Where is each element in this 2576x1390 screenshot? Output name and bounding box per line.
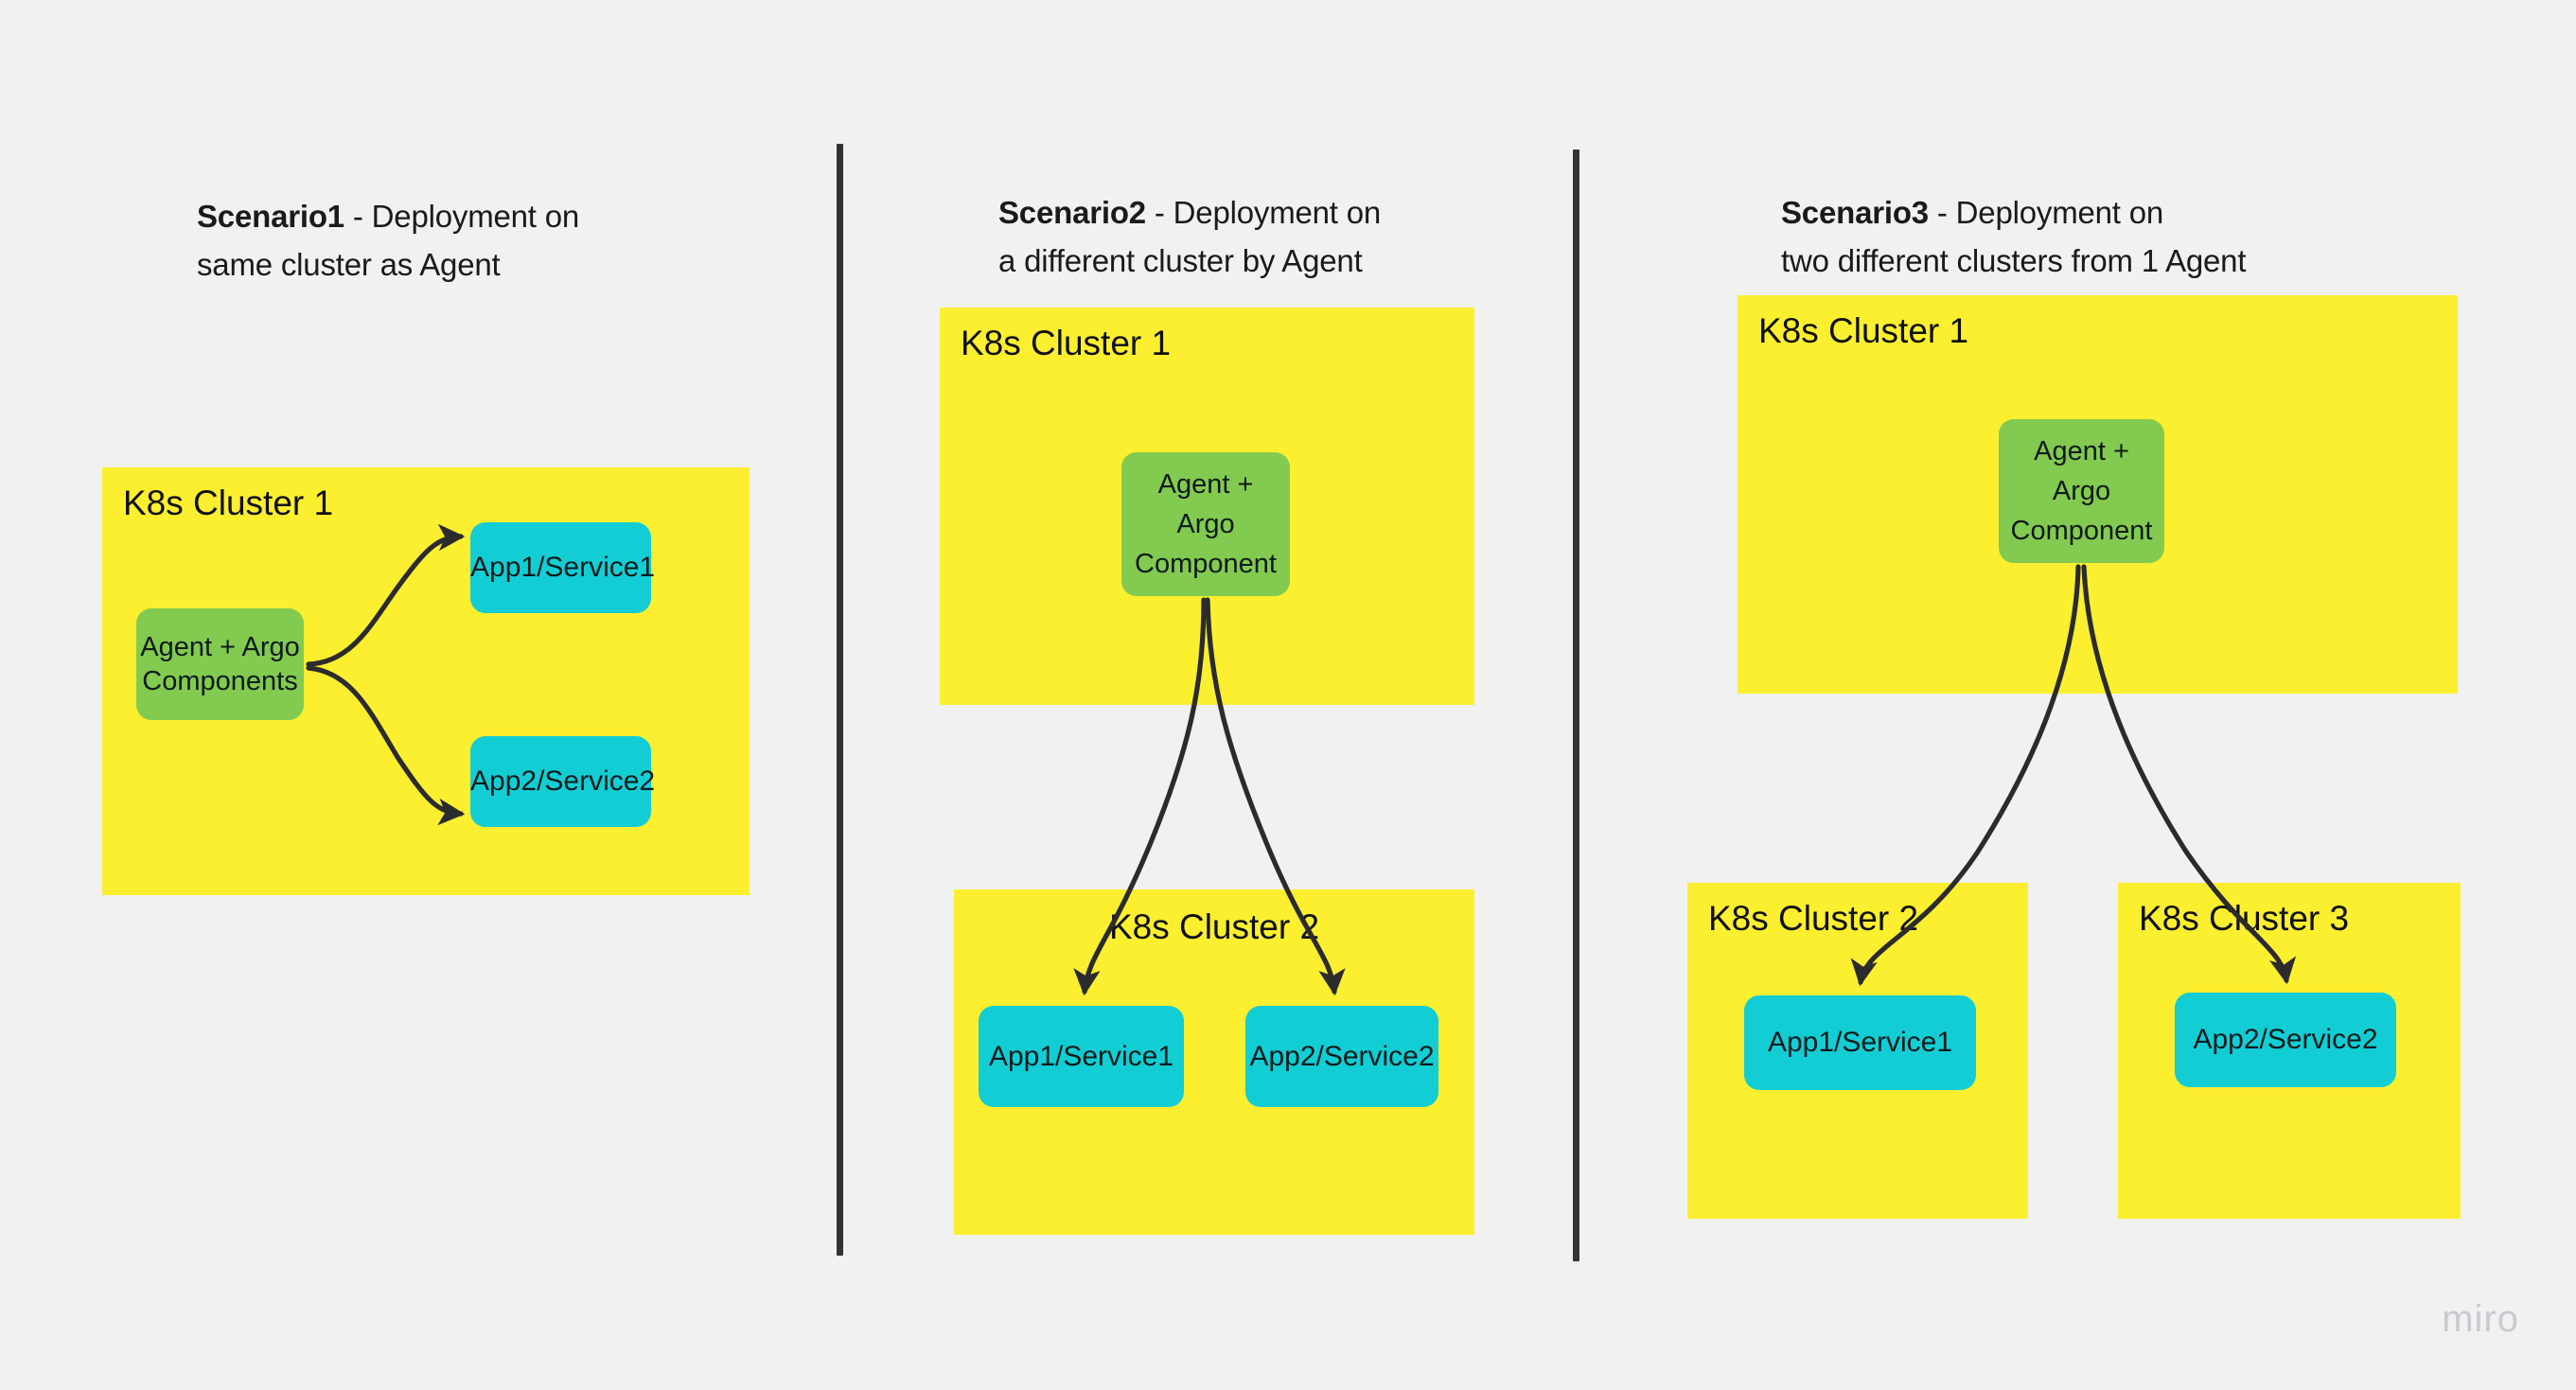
scenario3-title-bold: Scenario3 [1781, 195, 1929, 230]
node-s2-agent[interactable]: Agent + Argo Component [1121, 452, 1290, 596]
scenario1-title-bold: Scenario1 [197, 199, 344, 234]
panel-divider-1 [837, 144, 843, 1256]
cluster-label-s3-cluster3: K8s Cluster 3 [2139, 899, 2350, 938]
cluster-label-s3-cluster1: K8s Cluster 1 [1758, 311, 1969, 350]
node-label-s1-app1: App1/Service1 [470, 552, 656, 583]
cluster-label-s3-cluster2: K8s Cluster 2 [1708, 899, 1919, 938]
node-label-s3-app1: App1/Service1 [1767, 1027, 1953, 1058]
scenario2-title-rest: - Deployment on a different cluster by A… [998, 195, 1382, 278]
node-s1-app1[interactable]: App1/Service1 [470, 522, 656, 613]
node-label-s1-agent: Agent + Argo Components [140, 632, 300, 696]
node-s2-app2[interactable]: App2/Service2 [1245, 1006, 1438, 1107]
node-label-s3-agent: Agent + Argo Component [2010, 436, 2153, 546]
node-s1-app2[interactable]: App2/Service2 [470, 736, 656, 827]
scenario3-title-rest: - Deployment on two different clusters f… [1781, 195, 2247, 278]
scenario2-title: Scenario2 - Deployment on a different cl… [998, 140, 1566, 285]
miro-watermark: miro [2442, 1298, 2519, 1340]
cluster-label-s2-cluster2: K8s Cluster 2 [1108, 907, 1320, 946]
cluster-label-s1-cluster1: K8s Cluster 1 [123, 484, 334, 522]
node-s3-app2[interactable]: App2/Service2 [2175, 993, 2396, 1087]
node-s3-app1[interactable]: App1/Service1 [1744, 995, 1976, 1090]
node-label-s2-app2: App2/Service2 [1249, 1040, 1435, 1072]
node-s3-agent[interactable]: Agent + Argo Component [1999, 419, 2164, 563]
node-label-s3-app2: App2/Service2 [2193, 1024, 2378, 1055]
scenario3-title: Scenario3 - Deployment on two different … [1781, 140, 2425, 285]
node-label-s2-agent: Agent + Argo Component [1135, 469, 1277, 579]
node-s2-app1[interactable]: App1/Service1 [979, 1006, 1184, 1107]
cluster-label-s2-cluster1: K8s Cluster 1 [961, 324, 1172, 362]
node-s1-agent[interactable]: Agent + Argo Components [136, 608, 304, 720]
scenario2-title-bold: Scenario2 [998, 195, 1146, 230]
node-label-s1-app2: App2/Service2 [470, 765, 656, 797]
node-label-s2-app1: App1/Service1 [988, 1040, 1174, 1072]
scenario1-title: Scenario1 - Deployment on same cluster a… [197, 144, 727, 289]
panel-divider-2 [1573, 150, 1579, 1261]
scenario1-title-rest: - Deployment on same cluster as Agent [197, 199, 580, 282]
